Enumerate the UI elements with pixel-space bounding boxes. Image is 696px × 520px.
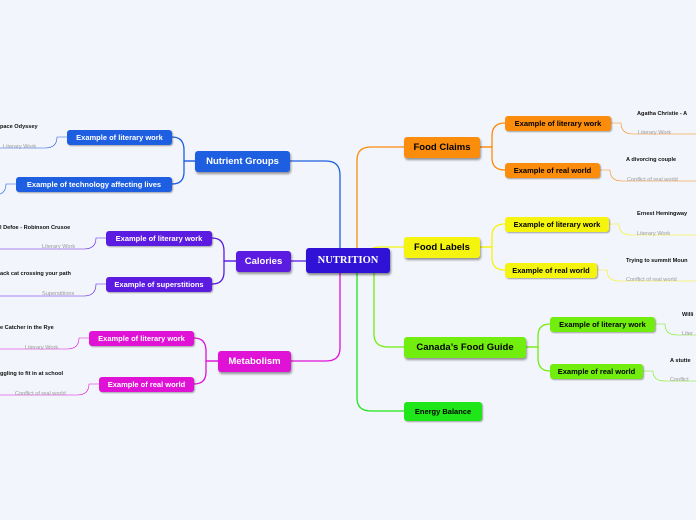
- topic-canada-food-guide[interactable]: Canada’s Food Guide: [404, 337, 526, 358]
- food-labels-real-note[interactable]: Conflict of real world: [626, 277, 677, 283]
- canada-literary-leaf[interactable]: Willi: [682, 312, 694, 318]
- topic-calories[interactable]: Calories: [236, 251, 291, 272]
- calories-literary-leaf[interactable]: l Defoe - Robinson Crusoe: [0, 225, 71, 231]
- calories-superstitions-leaf[interactable]: ack cat crossing your path: [0, 271, 71, 277]
- food-claims-literary-node[interactable]: Example of literary work: [505, 116, 611, 131]
- link-root-nutrient-groups: [290, 160, 341, 248]
- nutrient-groups-literary-node[interactable]: Example of literary work: [67, 130, 172, 145]
- subtopic-label: Example of literary work: [513, 220, 601, 229]
- food-labels-literary-node[interactable]: Example of literary work: [505, 217, 609, 232]
- metabolism-real-note[interactable]: Conflict of real world: [15, 391, 66, 397]
- calories-literary-node[interactable]: Example of literary work: [106, 231, 212, 246]
- root-label: NUTRITION: [317, 255, 379, 266]
- subtopic-label: Example of superstitions: [114, 280, 204, 289]
- topic-label: Nutrient Groups: [206, 156, 279, 167]
- calories-superstitions-note[interactable]: Superstitions: [42, 291, 75, 297]
- link-root-energy: [356, 273, 404, 412]
- topic-food-labels[interactable]: Food Labels: [404, 237, 480, 258]
- metabolism-literary-note[interactable]: Literary Work: [25, 345, 59, 351]
- canada-real-node[interactable]: Example of real world: [550, 364, 643, 379]
- topic-energy-balance[interactable]: Energy Balance: [404, 402, 482, 421]
- link-root-food-claims: [356, 146, 404, 248]
- nutrient-groups-literary-leaf[interactable]: pace Odyssey: [0, 124, 38, 130]
- subtopic-label: Example of real world: [107, 380, 186, 389]
- subtopic-label: Example of literary work: [514, 119, 602, 128]
- nutrient-groups-literary-note[interactable]: Literary Work: [3, 144, 37, 150]
- food-claims-literary-leaf[interactable]: Agatha Christie - A: [637, 111, 688, 117]
- food-claims-real-leaf[interactable]: A divorcing couple: [626, 157, 677, 163]
- topic-label: Calories: [244, 256, 283, 267]
- subtopic-label: Example of literary work: [115, 234, 203, 243]
- food-labels-real-leaf[interactable]: Trying to summit Moun: [626, 258, 688, 264]
- canada-literary-node[interactable]: Example of literary work: [550, 317, 655, 332]
- topic-label: Food Claims: [413, 142, 471, 153]
- subtopic-label: Example of real world: [513, 166, 592, 175]
- food-claims-real-node[interactable]: Example of real world: [505, 163, 600, 178]
- topic-label: Canada’s Food Guide: [416, 342, 514, 353]
- topic-label: Food Labels: [414, 242, 470, 253]
- link-root-metabolism: [291, 273, 341, 362]
- root-node[interactable]: NUTRITION: [306, 248, 390, 273]
- subtopic-label: Example of literary work: [76, 133, 163, 142]
- subtopic-label: Example of technology affecting lives: [26, 180, 162, 189]
- food-claims-real-note[interactable]: Conflict of real world: [627, 177, 678, 183]
- subtopic-label: Example of real world: [512, 266, 590, 275]
- food-labels-literary-note[interactable]: Literary Work: [637, 231, 671, 237]
- topic-label: Energy Balance: [414, 407, 472, 416]
- topic-label: Metabolism: [228, 356, 281, 367]
- nutrient-groups-technology-node[interactable]: Example of technology affecting lives: [16, 177, 172, 192]
- link-root-canada: [373, 273, 404, 348]
- metabolism-literary-leaf[interactable]: e Catcher in the Rye: [0, 325, 54, 331]
- subtopic-label: Example of real world: [557, 367, 636, 376]
- calories-literary-note[interactable]: Literary Work: [42, 244, 76, 250]
- subtopic-label: Example of literary work: [559, 320, 646, 329]
- food-labels-literary-leaf[interactable]: Ernest Hemingway: [637, 211, 688, 217]
- food-labels-real-node[interactable]: Example of real world: [505, 263, 597, 278]
- canada-real-leaf[interactable]: A stutte: [670, 358, 691, 364]
- metabolism-literary-node[interactable]: Example of literary work: [89, 331, 194, 346]
- topic-nutrient-groups[interactable]: Nutrient Groups: [195, 151, 290, 172]
- topic-metabolism[interactable]: Metabolism: [218, 351, 291, 372]
- calories-superstitions-node[interactable]: Example of superstitions: [106, 277, 212, 292]
- canada-real-note[interactable]: Conflict: [670, 377, 689, 383]
- canada-literary-note[interactable]: Liter: [682, 331, 693, 337]
- subtopic-label: Example of literary work: [98, 334, 185, 343]
- metabolism-real-node[interactable]: Example of real world: [99, 377, 194, 392]
- metabolism-real-leaf[interactable]: ggling to fit in at school: [0, 371, 64, 377]
- topic-food-claims[interactable]: Food Claims: [404, 137, 480, 158]
- food-claims-literary-note[interactable]: Literary Work: [638, 130, 672, 136]
